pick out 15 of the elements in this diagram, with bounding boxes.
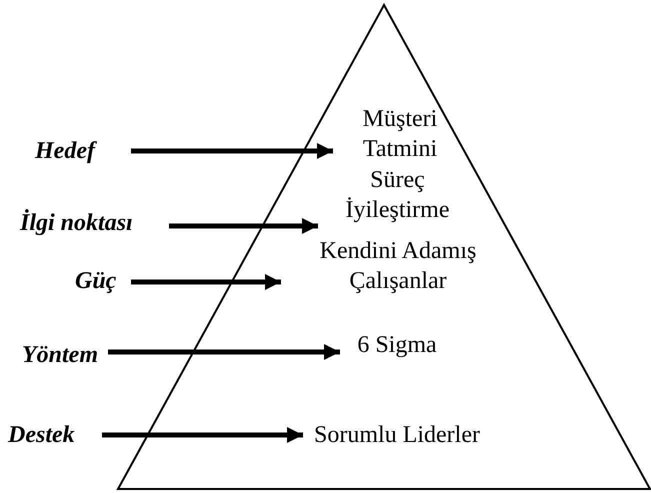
arrow [169,218,318,234]
arrow [131,274,281,290]
level-label: Sorumlu Liderler [305,420,489,450]
level-label: Süreç İyileştirme [320,165,475,227]
arrow [102,427,303,443]
level-label: Kendini Adamış Çalışanlar [283,236,513,298]
side-label: Hedef [35,136,127,166]
side-label: İlgi noktası [20,208,165,238]
arrow [108,344,340,360]
level-label: Müşteri Tatmini [335,104,465,166]
side-label: Destek [8,420,98,450]
arrow [131,143,333,159]
side-label: Güç [75,266,127,296]
side-label: Yöntem [22,340,104,370]
level-label: 6 Sigma [342,330,452,360]
